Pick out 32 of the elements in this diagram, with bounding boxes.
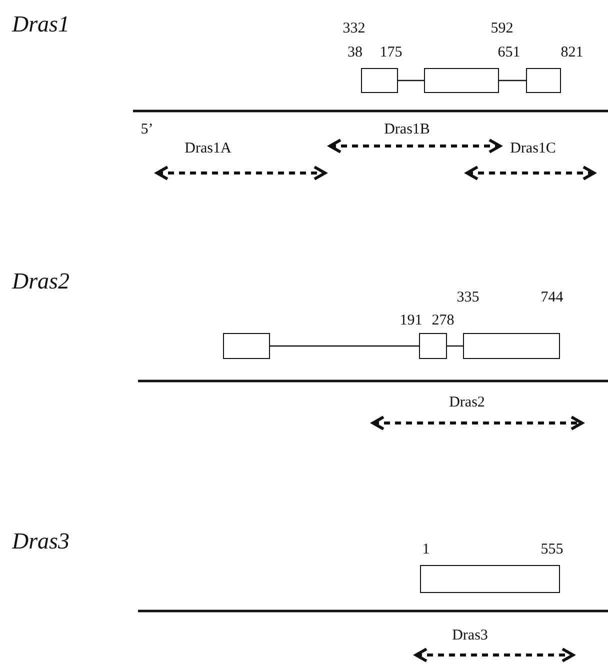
position-label: Dras1B [384,122,430,138]
gene-title: Dras3 [12,530,70,552]
gene-title: Dras2 [12,270,70,292]
gene-title: Dras1 [12,12,70,36]
position-label: 332 [342,22,366,36]
position-label: 38 [348,46,362,60]
exon-box [424,68,499,93]
position-label: 1 [422,542,430,558]
position-label: 335 [456,290,480,306]
position-label: 555 [540,542,564,558]
intron-line [447,345,463,347]
position-label: 744 [540,290,564,306]
exon-box [223,333,270,359]
position-label: 191 [400,314,422,328]
position-label: 592 [490,22,514,36]
exon-box [526,68,561,93]
position-label: Dras1A [184,142,232,156]
position-label: Dras3 [452,628,488,644]
intron-line [398,80,424,82]
intron-line [499,80,526,82]
position-label: Dras2 [449,396,485,410]
position-label: 278 [432,314,454,328]
position-label: 651 [498,46,520,60]
position-label: 821 [560,46,584,60]
exon-box [419,333,447,359]
position-label: Dras1C [510,142,556,156]
exon-box [463,333,560,359]
position-label: 5’ [140,122,154,138]
position-label: 175 [380,46,402,60]
intron-line [270,345,419,347]
exon-box [361,68,398,93]
exon-box [420,565,560,593]
